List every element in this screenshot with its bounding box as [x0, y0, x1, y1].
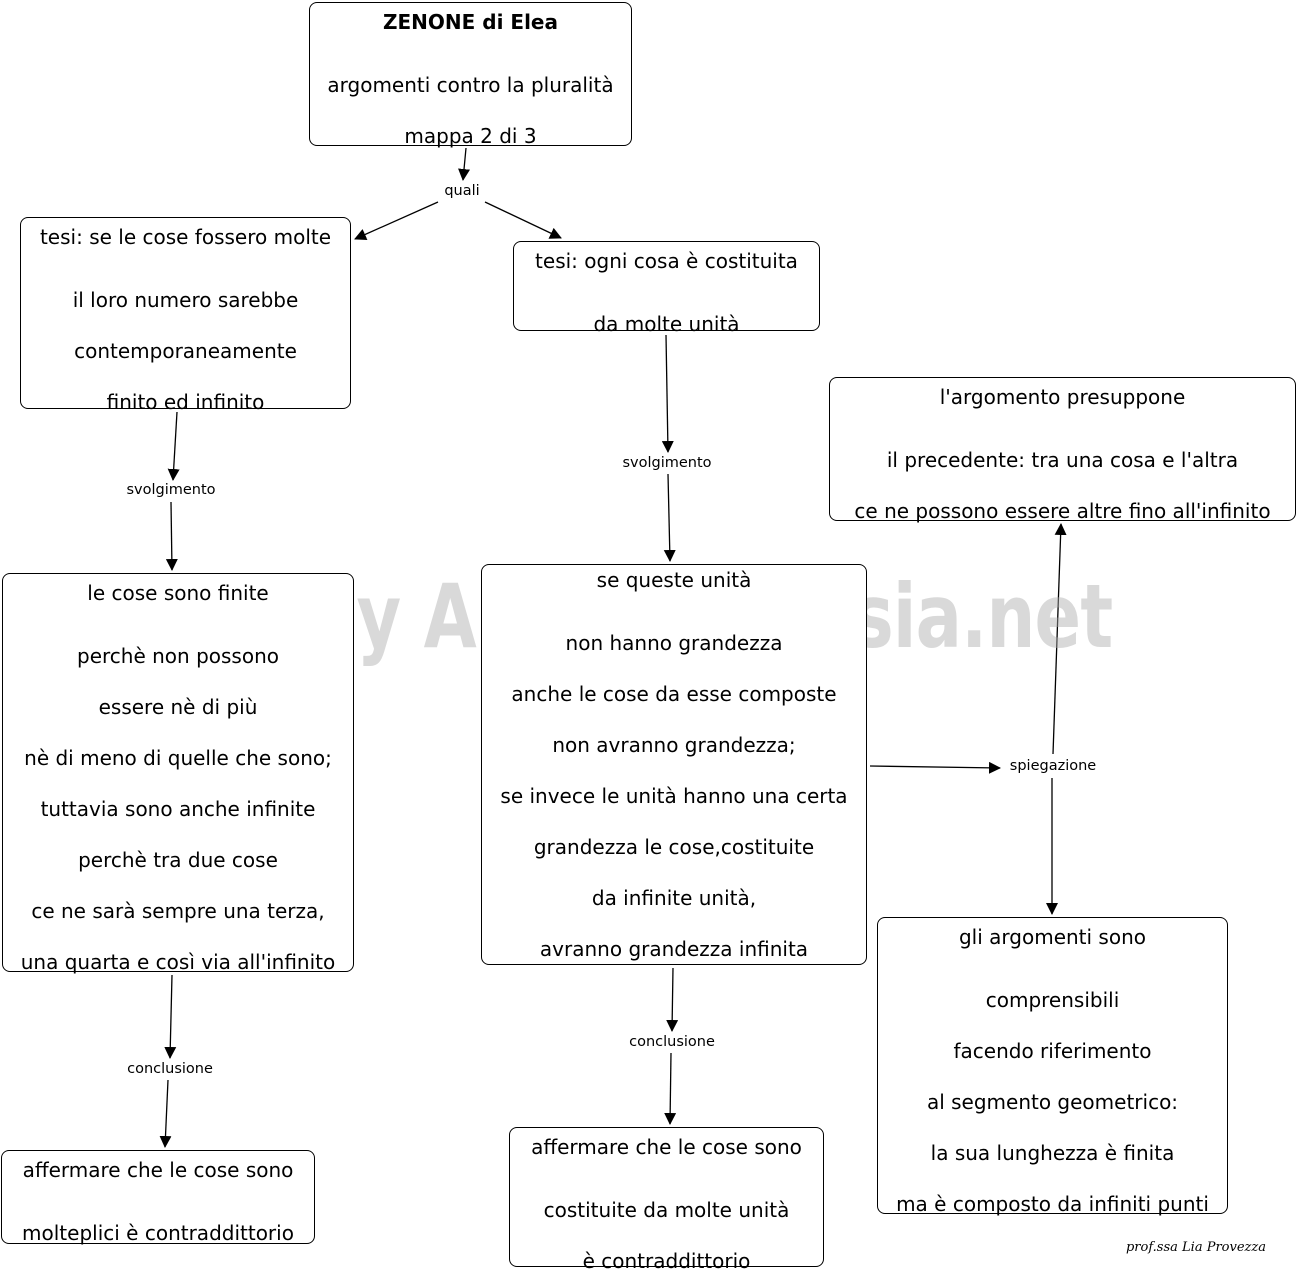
node-line: ma è composto da infiniti punti [896, 1192, 1209, 1216]
arrow-conclusione-to-mid-box [664, 1052, 677, 1125]
arrow-tesi-mid-to-svolgimento [661, 334, 674, 453]
title-text: ZENONE di Elea [383, 10, 558, 34]
node-line: perchè non possono [77, 644, 279, 668]
node-line: è contraddittorio [582, 1249, 751, 1273]
svolgimento-mid-node: se queste unità non hanno grandezza anch… [481, 564, 867, 965]
arrow-quali-to-tesi-left [354, 201, 439, 241]
node-line: ce ne sarà sempre una terza, [31, 899, 325, 923]
link-label-quali: quali [442, 183, 482, 199]
arrow-quali-to-tesi-mid [484, 201, 562, 239]
tesi-mid-node: tesi: ogni cosa è costituita da molte un… [513, 241, 820, 336]
node-line: al segmento geometrico: [926, 1090, 1179, 1114]
node-line: perchè tra due cose [78, 848, 278, 872]
node-line: affermare che le cose sono [531, 1135, 802, 1159]
node-line: da molte unità [593, 312, 740, 336]
link-label-spiegazione: spiegazione [1007, 758, 1099, 774]
node-line: non avranno grandezza; [552, 733, 796, 757]
node-line: da infinite unità, [591, 886, 757, 910]
node-line: gli argomenti sono [958, 925, 1146, 949]
node-line: tuttavia sono anche infinite [40, 797, 316, 821]
arrow-svolgimento-to-left-box [165, 501, 178, 571]
conclusione-mid-node: affermare che le cose sono costituite da… [509, 1127, 824, 1273]
node-line: molteplici è contraddittorio [22, 1221, 294, 1245]
conclusione-left-node: affermare che le cose sono molteplici è … [1, 1150, 315, 1245]
node-line: una quarta e così via all'infinito [20, 950, 336, 974]
node-line: tesi: se le cose fossero molte [39, 225, 332, 249]
node-line: tesi: ogni cosa è costituita [535, 249, 798, 273]
node-line: le cose sono finite [87, 581, 269, 605]
presupposto-node: l'argomento presuppone il precedente: tr… [829, 377, 1296, 523]
node-line: finito ed infinito [106, 390, 265, 414]
arrow-svolgimento-to-mid-box [663, 473, 676, 562]
arrow-spiegazione-to-presupposto [1052, 523, 1067, 755]
arrow-conclusione-to-left-box [159, 1079, 172, 1148]
node-line: la sua lunghezza è finita [930, 1141, 1175, 1165]
link-label-svolgimento-mid: svolgimento [620, 455, 714, 471]
svolgimento-left-node: le cose sono finite perchè non possono e… [2, 573, 354, 974]
node-line: il precedente: tra una cosa e l'altra [886, 448, 1239, 472]
node-line: essere nè di più [98, 695, 258, 719]
link-label-conclusione-left: conclusione [125, 1061, 215, 1077]
node-line: se invece le unità hanno una certa [500, 784, 848, 808]
node-line: nè di meno di quelle che sono; [24, 746, 332, 770]
node-line: l'argomento presuppone [939, 385, 1186, 409]
node-line: grandezza le cose,costituite [533, 835, 815, 859]
arrow-title-to-quali [458, 147, 471, 181]
node-line: avranno grandezza infinita [539, 937, 809, 961]
arrow-mid-box-to-conclusione [666, 967, 679, 1032]
node-line: affermare che le cose sono [22, 1158, 294, 1182]
spiegazione-node: gli argomenti sono comprensibili facendo… [877, 917, 1228, 1216]
tesi-left-node: tesi: se le cose fossero molte il loro n… [20, 217, 351, 414]
node-line: contemporaneamente [74, 339, 297, 363]
arrow-left-box-to-conclusione [164, 974, 177, 1059]
title-subtitle: argomenti contro la pluralità [327, 73, 614, 97]
arrow-mid-box-to-spiegazione [869, 761, 1001, 774]
link-label-svolgimento-left: svolgimento [124, 482, 218, 498]
title-node: ZENONE di Elea argomenti contro la plura… [309, 2, 632, 148]
arrow-tesi-left-to-svolgimento [167, 411, 180, 481]
node-line: anche le cose da esse composte [511, 682, 837, 706]
node-line: costituite da molte unità [543, 1198, 790, 1222]
node-line: ce ne possono essere altre fino all'infi… [854, 499, 1271, 523]
node-line: facendo riferimento [953, 1039, 1152, 1063]
node-line: se queste unità [596, 568, 752, 592]
node-line: non hanno grandezza [565, 631, 783, 655]
link-label-conclusione-mid: conclusione [627, 1034, 717, 1050]
node-line: comprensibili [985, 988, 1120, 1012]
node-line: il loro numero sarebbe [72, 288, 299, 312]
title-map-number: mappa 2 di 3 [404, 124, 537, 148]
author-signature: prof.ssa Lia Provezza [1125, 1240, 1266, 1255]
